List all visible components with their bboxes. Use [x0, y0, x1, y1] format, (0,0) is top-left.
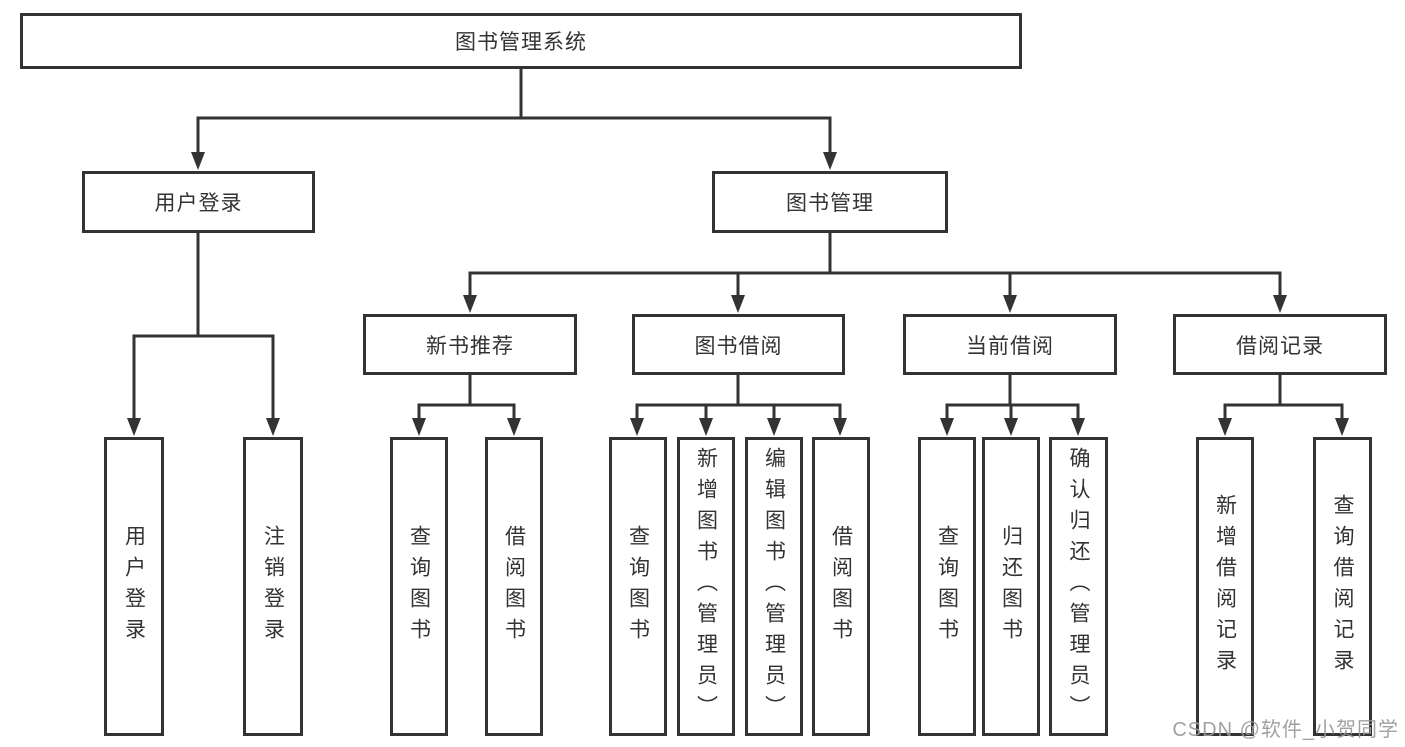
- leaf-return-books-label: 归还图书: [999, 524, 1023, 649]
- leaf-user-login-label: 用户登录: [122, 524, 146, 649]
- leaf-borrow-books-label: 借阅图书: [829, 524, 853, 649]
- node-borrow-records-label: 借阅记录: [1236, 334, 1324, 358]
- leaf-query-books-borrow-label: 查询图书: [626, 524, 650, 649]
- leaf-edit-books-admin: 编辑图书（管理员）: [745, 437, 803, 736]
- leaf-return-books: 归还图书: [982, 437, 1040, 736]
- leaf-borrow-books-recommend: 借阅图书: [485, 437, 543, 736]
- csdn-watermark: CSDN @软件_小贺同学: [1172, 719, 1399, 741]
- node-current-borrow-label: 当前借阅: [966, 334, 1054, 358]
- leaf-add-books-admin: 新增图书（管理员）: [677, 437, 735, 736]
- node-borrow-records: 借阅记录: [1173, 314, 1387, 375]
- node-user-login-label: 用户登录: [154, 192, 243, 215]
- node-book-management-label: 图书管理: [786, 192, 874, 215]
- leaf-edit-books-admin-label: 编辑图书（管理员）: [762, 447, 786, 726]
- leaf-query-borrow-record-label: 查询借阅记录: [1331, 493, 1354, 680]
- node-root: 图书管理系统: [20, 13, 1022, 69]
- leaf-borrow-books-recommend-label: 借阅图书: [502, 524, 526, 649]
- leaf-query-books-borrow: 查询图书: [609, 437, 667, 736]
- leaf-add-borrow-record: 新增借阅记录: [1196, 437, 1254, 736]
- leaf-logout-login: 注销登录: [243, 437, 303, 736]
- node-root-label: 图书管理系统: [455, 31, 587, 54]
- node-new-book-recommend-label: 新书推荐: [426, 334, 514, 358]
- leaf-add-books-admin-label: 新增图书（管理员）: [694, 447, 718, 726]
- node-book-management: 图书管理: [712, 171, 948, 233]
- leaf-logout-login-label: 注销登录: [261, 524, 285, 649]
- leaf-query-books-current-label: 查询图书: [935, 524, 959, 649]
- leaf-query-borrow-record: 查询借阅记录: [1313, 437, 1372, 736]
- node-new-book-recommend: 新书推荐: [363, 314, 577, 375]
- leaf-user-login: 用户登录: [104, 437, 164, 736]
- node-book-borrow: 图书借阅: [632, 314, 845, 375]
- leaf-confirm-return-admin: 确认归还（管理员）: [1049, 437, 1108, 736]
- leaf-borrow-books: 借阅图书: [812, 437, 870, 736]
- node-book-borrow-label: 图书借阅: [694, 334, 783, 358]
- node-current-borrow: 当前借阅: [903, 314, 1117, 375]
- leaf-confirm-return-admin-label: 确认归还（管理员）: [1067, 447, 1090, 726]
- leaf-add-borrow-record-label: 新增借阅记录: [1213, 493, 1237, 680]
- leaf-query-books-current: 查询图书: [918, 437, 976, 736]
- node-user-login: 用户登录: [82, 171, 315, 233]
- leaf-query-books-recommend-label: 查询图书: [407, 524, 431, 649]
- leaf-query-books-recommend: 查询图书: [390, 437, 448, 736]
